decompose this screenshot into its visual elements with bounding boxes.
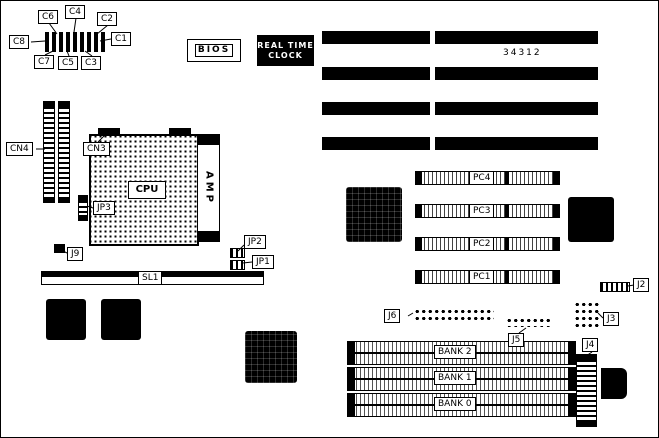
chip bbox=[568, 197, 614, 242]
jp1-jumper bbox=[230, 260, 245, 270]
callout-j2: J2 bbox=[633, 278, 650, 292]
callout-c8: C8 bbox=[9, 35, 30, 49]
callout-c6: C6 bbox=[38, 10, 59, 24]
rtc-label-line2: CLOCK bbox=[268, 50, 303, 60]
j9-connector bbox=[54, 244, 65, 253]
isa-slot bbox=[322, 102, 430, 115]
callout-c7: C7 bbox=[34, 55, 55, 69]
j5-header bbox=[505, 316, 550, 327]
callout-c4: C4 bbox=[65, 5, 86, 19]
isa-slot bbox=[435, 137, 598, 150]
chip bbox=[46, 299, 86, 340]
j3-header bbox=[573, 300, 600, 329]
isa-slot bbox=[435, 102, 598, 115]
callout-pc3: PC3 bbox=[469, 204, 495, 218]
callout-c3: C3 bbox=[81, 56, 102, 70]
callout-pc4: PC4 bbox=[469, 171, 495, 185]
callout-j9: J9 bbox=[67, 247, 84, 261]
jp3-jumper bbox=[78, 195, 88, 221]
callout-j4: J4 bbox=[582, 338, 599, 352]
callout-j5: J5 bbox=[508, 333, 525, 347]
amp-module: AMP bbox=[197, 134, 220, 242]
callout-j3: J3 bbox=[603, 312, 620, 326]
bios-label: BIOS bbox=[194, 44, 234, 57]
keyboard-din-connector bbox=[601, 368, 627, 399]
callout-c1: C1 bbox=[111, 32, 132, 46]
amp-label: AMP bbox=[203, 170, 214, 206]
j6-header bbox=[413, 307, 494, 321]
callout-bank2: BANK 2 bbox=[434, 345, 476, 359]
callout-bank1: BANK 1 bbox=[434, 371, 476, 385]
cn4-socket bbox=[58, 101, 70, 203]
callout-jp1: JP1 bbox=[252, 255, 274, 269]
rtc-label-line1: REAL TIME bbox=[257, 40, 314, 50]
callout-j6: J6 bbox=[384, 309, 401, 323]
isa-slot bbox=[322, 67, 430, 80]
isa-slot bbox=[322, 137, 430, 150]
callout-pc2: PC2 bbox=[469, 237, 495, 251]
isa-slot bbox=[435, 67, 598, 80]
slot-divider bbox=[504, 205, 509, 217]
cn4-socket bbox=[43, 101, 55, 203]
slot-divider bbox=[504, 238, 509, 250]
isa-slot bbox=[435, 31, 598, 44]
isa-slot bbox=[322, 31, 430, 44]
socket-tab bbox=[98, 128, 120, 135]
callout-pc1: PC1 bbox=[469, 270, 495, 284]
slot-divider bbox=[504, 271, 509, 283]
slot-divider bbox=[504, 172, 509, 184]
capacitor-strip bbox=[45, 32, 105, 52]
amp-bottom-cap bbox=[198, 231, 219, 241]
j2-connector bbox=[600, 282, 630, 292]
callout-jp2: JP2 bbox=[244, 235, 266, 249]
callout-cn4: CN4 bbox=[6, 142, 33, 156]
jp2-jumper bbox=[230, 248, 245, 258]
cpu-label: CPU bbox=[128, 181, 166, 199]
rtc-chip: REAL TIME CLOCK bbox=[257, 35, 314, 66]
chip bbox=[101, 299, 141, 340]
amp-top-cap bbox=[198, 135, 219, 145]
callout-jp3: JP3 bbox=[93, 201, 115, 215]
j4-power-connector bbox=[576, 354, 597, 427]
callout-c2: C2 bbox=[97, 12, 118, 26]
bios-chip: BIOS bbox=[187, 39, 241, 62]
callout-sl1: SL1 bbox=[138, 271, 163, 285]
callout-bank0: BANK 0 bbox=[434, 397, 476, 411]
socket-tab bbox=[169, 128, 191, 135]
callout-c5: C5 bbox=[58, 56, 79, 70]
chip bbox=[346, 187, 402, 242]
part-number: 34312 bbox=[503, 48, 542, 58]
callout-cn3: CN3 bbox=[83, 142, 110, 156]
chip bbox=[245, 331, 297, 383]
